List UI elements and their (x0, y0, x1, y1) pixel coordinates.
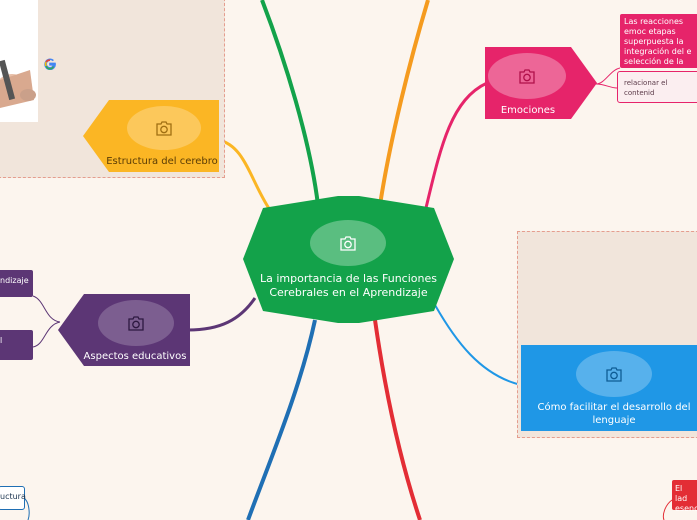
sub-line-aspectos-1 (32, 295, 61, 323)
branch-estructura (217, 138, 272, 211)
bottom-left-subnode-text: uctura (0, 492, 26, 501)
emociones-subnode-1-text: Las reacciones emoc etapas superpuesta l… (624, 17, 692, 69)
camera-icon[interactable] (127, 106, 201, 150)
branch-emociones (423, 81, 488, 213)
branch-aspectos (187, 297, 257, 332)
aspectos-subnode-1-text: ndizaje (0, 276, 29, 285)
branch-orange-top (378, 0, 430, 206)
lenguaje-label: Cómo facilitar el desarrollo del lenguaj… (537, 402, 691, 426)
sub-line-bottom-right (662, 499, 673, 520)
aspectos-label: Aspectos educativos (83, 351, 187, 362)
emociones-subnode-2-text: relacionar el contenid experiencias de l… (624, 79, 668, 97)
bottom-left-subnode[interactable] (0, 486, 25, 510)
bottom-right-subnode-text: El lad esenc (675, 484, 697, 513)
bottom-right-subnode[interactable] (672, 480, 697, 510)
branch-red-bottom (373, 319, 422, 520)
central-title: La importancia de las Funciones Cerebral… (260, 272, 437, 299)
branch-green-top (260, 0, 320, 206)
central-node[interactable]: La importancia de las Funciones Cerebral… (243, 196, 454, 323)
emociones-label: Emociones (500, 105, 556, 116)
lenguaje-node[interactable]: Cómo facilitar el desarrollo del lenguaj… (521, 345, 697, 431)
hand-drawing-illustration (0, 0, 38, 122)
emociones-node[interactable]: Emociones (485, 47, 597, 119)
estructura-node[interactable]: Estructura del cerebro (83, 100, 219, 172)
camera-icon[interactable] (310, 220, 386, 266)
emociones-subnode-2[interactable] (617, 71, 697, 103)
estructura-label: Estructura del cerebro (106, 156, 218, 167)
emociones-subnode-1[interactable] (620, 14, 697, 68)
aspectos-subnode-1[interactable] (0, 270, 33, 297)
sub-line-emociones-1 (595, 67, 621, 85)
branch-lenguaje (434, 304, 522, 386)
camera-icon[interactable] (576, 351, 652, 397)
google-g-icon (44, 55, 56, 71)
branch-blue-bottom (246, 319, 317, 520)
brain-photo (0, 0, 38, 122)
sub-line-emociones-2 (595, 83, 618, 89)
camera-icon[interactable] (98, 300, 174, 346)
aspectos-node[interactable]: Aspectos educativos (58, 294, 190, 366)
aspectos-subnode-2-text: l (0, 336, 3, 345)
sub-line-aspectos-2 (32, 321, 61, 348)
aspectos-subnode-2[interactable] (0, 330, 33, 360)
camera-icon[interactable] (488, 53, 566, 99)
